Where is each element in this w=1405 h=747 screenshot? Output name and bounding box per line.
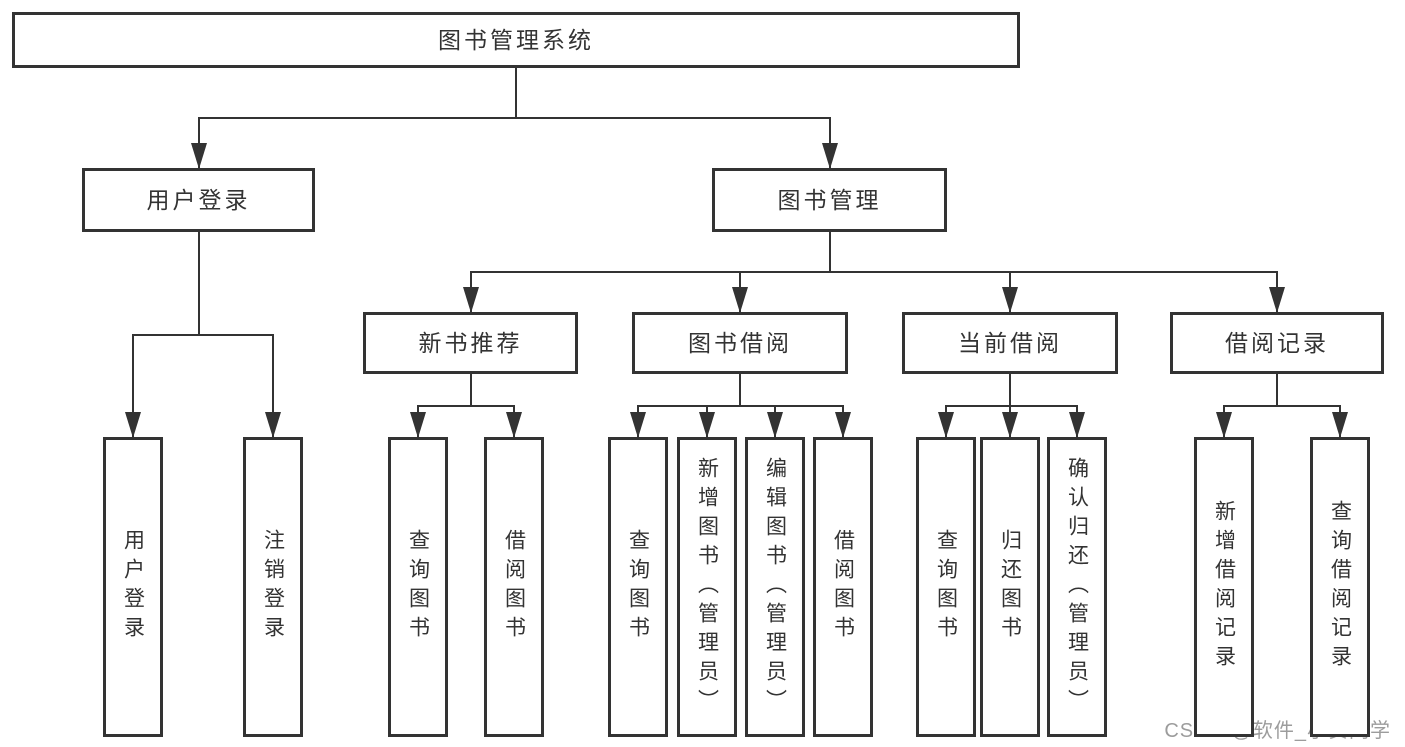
arrowhead-leaf-borrow-book-2 (835, 412, 851, 438)
node-leaf-confirm-return: 确认归还（管理员） (1047, 437, 1107, 737)
node-user-login: 用户登录 (82, 168, 315, 232)
node-leaf-query-book-2: 查询图书 (608, 437, 668, 737)
arrowhead-leaf-logout (265, 412, 281, 438)
arrowhead-leaf-user-login (125, 412, 141, 438)
edge-user-login-leaf-logout-drop (272, 335, 274, 437)
arrowhead-leaf-query-book-1 (410, 412, 426, 438)
node-leaf-borrow-book-1: 借阅图书 (484, 437, 544, 737)
edge-user-login-stem (197, 232, 200, 335)
edge-book-mgmt-stem (828, 232, 831, 272)
node-leaf-query-record: 查询借阅记录 (1310, 437, 1370, 737)
node-new-book-rec: 新书推荐 (363, 312, 578, 374)
node-leaf-user-login: 用户登录 (103, 437, 163, 737)
edge-root-branch (197, 117, 831, 119)
node-root: 图书管理系统 (12, 12, 1020, 68)
arrowhead-leaf-edit-book (767, 412, 783, 438)
node-leaf-return-book: 归还图书 (980, 437, 1040, 737)
node-leaf-add-book: 新增图书（管理员） (677, 437, 737, 737)
arrowhead-leaf-query-record (1332, 412, 1348, 438)
arrowhead-leaf-borrow-book-1 (506, 412, 522, 438)
arrowhead-book-mgmt (821, 143, 838, 169)
arrowhead-borrow-record (1269, 287, 1285, 313)
edge-new-book-rec-stem (469, 374, 472, 406)
edge-current-borrow-stem (1009, 374, 1011, 406)
node-leaf-query-book-3: 查询图书 (916, 437, 976, 737)
edge-book-mgmt-branch (469, 271, 1278, 273)
edge-user-login-leaf-user-login-drop (132, 335, 134, 437)
edge-borrow-record-branch (1223, 405, 1341, 407)
arrowhead-new-book-rec (462, 287, 479, 313)
arrowhead-leaf-add-book (699, 412, 715, 438)
arrowhead-leaf-query-book-3 (938, 412, 954, 438)
edge-book-borrow-branch (637, 405, 844, 407)
node-current-borrow: 当前借阅 (902, 312, 1118, 374)
edge-book-borrow-stem (739, 374, 741, 406)
arrowhead-book-borrow (732, 287, 748, 313)
node-leaf-add-record: 新增借阅记录 (1194, 437, 1254, 737)
node-borrow-record: 借阅记录 (1170, 312, 1384, 374)
edge-user-login-branch (132, 334, 274, 336)
edge-new-book-rec-branch (417, 405, 515, 407)
node-leaf-logout: 注销登录 (243, 437, 303, 737)
arrowhead-leaf-confirm-return (1069, 412, 1085, 438)
node-book-borrow: 图书借阅 (632, 312, 848, 374)
arrowhead-user-login (190, 143, 207, 169)
node-leaf-edit-book: 编辑图书（管理员） (745, 437, 805, 737)
arrowhead-leaf-return-book (1002, 412, 1018, 438)
arrowhead-leaf-add-record (1216, 412, 1232, 438)
edge-root-stem (515, 68, 517, 118)
node-book-mgmt: 图书管理 (712, 168, 947, 232)
edge-current-borrow-branch (945, 405, 1078, 407)
arrowhead-current-borrow (1002, 287, 1018, 313)
arrowhead-leaf-query-book-2 (630, 412, 646, 438)
edge-borrow-record-stem (1276, 374, 1278, 406)
node-leaf-borrow-book-2: 借阅图书 (813, 437, 873, 737)
node-leaf-query-book-1: 查询图书 (388, 437, 448, 737)
